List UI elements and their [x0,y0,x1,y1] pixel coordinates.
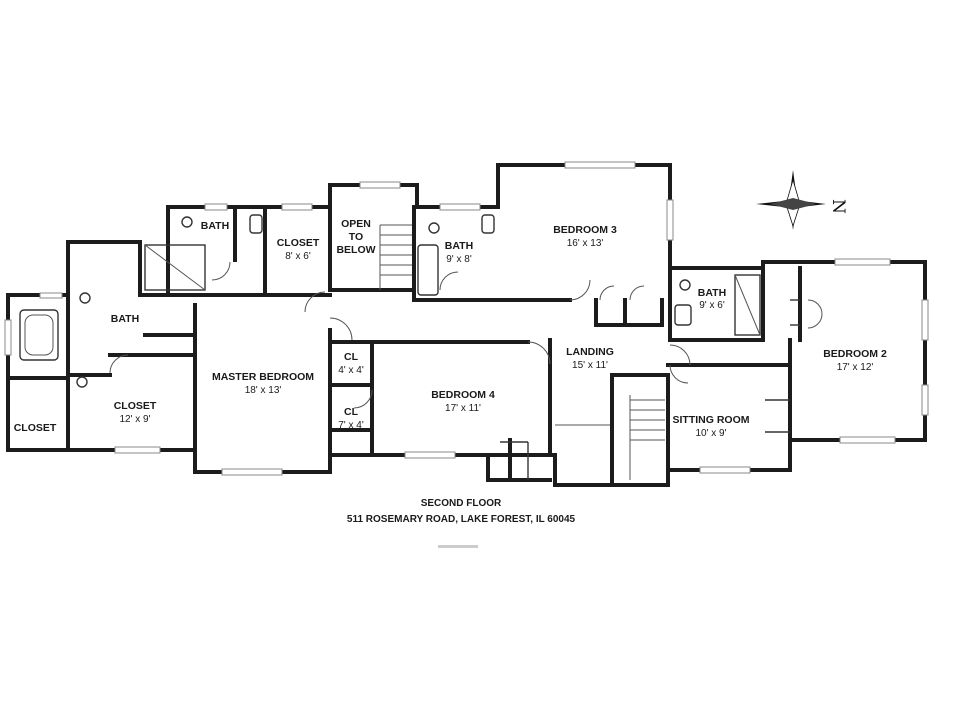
room-master-name: MASTER BEDROOM [212,371,314,383]
exterior-walls [6,163,927,487]
room-cl1-name: CL [344,351,359,363]
compass-rose: N [756,170,848,230]
room-cl1-dim: 4' x 4' [338,365,364,376]
room-bath-98-dim: 9' x 8' [446,254,472,265]
open-to-below-line2: TO [349,231,363,243]
room-landing-name: LANDING [566,346,614,358]
room-closet-86-dim: 8' x 6' [285,251,311,262]
room-bedroom2-dim: 17' x 12' [837,362,874,373]
caption-floor: SECOND FLOOR [421,498,502,509]
room-bedroom3-name: BEDROOM 3 [553,224,617,236]
windows [4,161,929,476]
open-to-below-line1: OPEN [341,218,371,230]
fixtures [19,214,823,480]
room-bath-96-dim: 9' x 6' [699,300,725,311]
room-bedroom4-dim: 17' x 11' [445,403,481,414]
room-cl2-name: CL [344,406,359,418]
caption-address: 511 ROSEMARY ROAD, LAKE FOREST, IL 60045 [347,514,576,525]
room-closet-86-name: CLOSET [277,237,320,249]
room-bedroom2-name: BEDROOM 2 [823,348,887,360]
room-bath-98-name: BATH [445,240,473,252]
compass-north-label: N [828,199,848,214]
room-closet-129-name: CLOSET [114,400,157,412]
room-closet-small-name: CLOSET [14,422,57,434]
room-landing-dim: 15' x 11' [572,360,608,371]
room-cl2-dim: 7' x 4' [338,420,364,431]
open-to-below-line3: BELOW [336,244,375,256]
room-bedroom3-dim: 16' x 13' [567,238,604,249]
room-sitting-name: SITTING ROOM [673,414,750,426]
room-labels: BATH CLOSET 8' x 6' OPEN TO BELOW BATH 9… [14,218,887,439]
room-master-dim: 18' x 13' [245,385,282,396]
interior-walls [6,205,802,487]
room-sitting-dim: 10' x 9' [695,428,726,439]
room-closet-129-dim: 12' x 9' [119,414,150,425]
room-bath-96-name: BATH [698,287,726,299]
room-bath-small-name: BATH [201,220,229,232]
room-bath-master-name: BATH [111,313,139,325]
room-bedroom4-name: BEDROOM 4 [431,389,495,401]
plan-caption: SECOND FLOOR 511 ROSEMARY ROAD, LAKE FOR… [347,498,576,548]
caption-mark [438,545,478,548]
